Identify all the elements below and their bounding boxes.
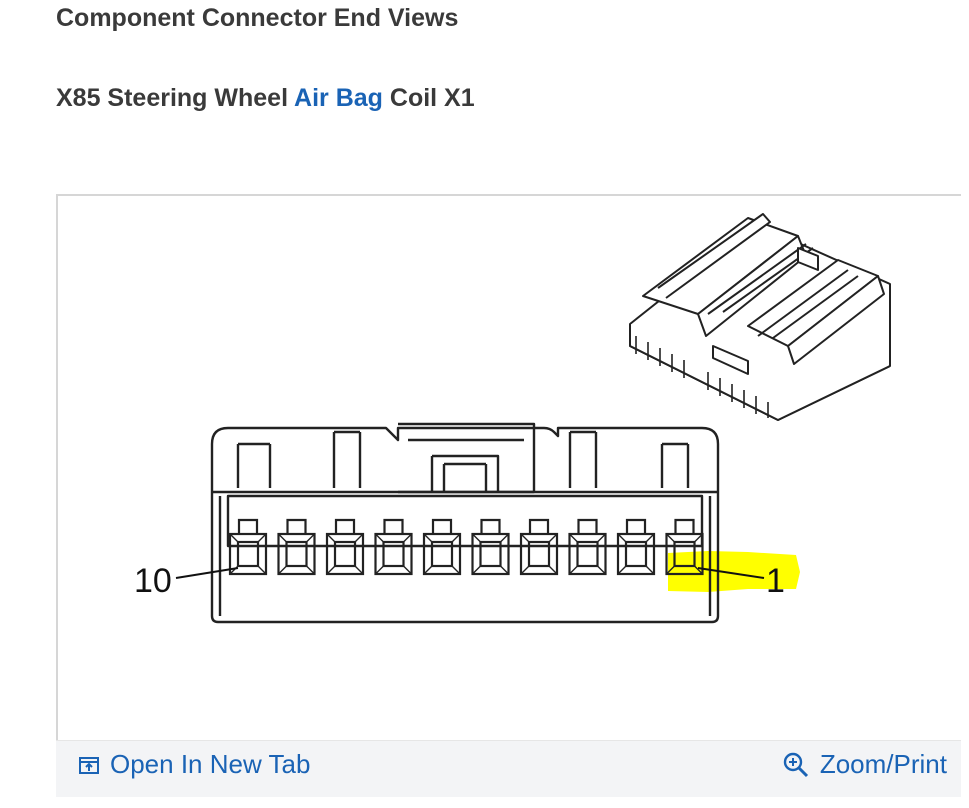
pin-label-1-leader [697,567,765,579]
pin-label-10-leader [175,567,239,579]
page-title: Component Connector End Views [56,4,459,32]
pin-cavity-6 [422,518,462,576]
connector-pins [228,518,704,576]
open-in-new-tab-link[interactable]: Open In New Tab [78,749,310,780]
zoom-print-label: Zoom/Print [819,749,947,779]
pin-cavity-7 [374,518,413,576]
zoom-print-link[interactable]: Zoom/Print [782,749,947,780]
figure-footer-bar: Open In New Tab Zoom/Print [56,740,961,797]
connector-end-view-drawing: 10 1 [134,213,891,624]
pin-label-10: 10 [134,562,172,600]
pin-cavity-8 [325,518,365,576]
open-in-new-tab-label: Open In New Tab [110,749,311,779]
subtitle-suffix: Coil X1 [382,84,475,112]
pin-cavity-3 [568,518,607,576]
pin-cavity-10 [228,518,268,576]
pin-cavity-5 [471,518,510,576]
pin-cavity-4 [519,518,559,576]
connector-figure: 10 1 [56,194,961,796]
air-bag-link[interactable]: Air Bag [294,84,383,112]
pin-1-highlight [668,551,800,592]
connector-3d-illustration [629,213,891,421]
pin-cavity-1 [665,518,704,576]
pin-label-1: 1 [766,562,785,600]
zoom-in-icon [782,751,810,779]
connector-subtitle: X85 Steering Wheel Air Bag Coil X1 [56,84,475,113]
connector-end-view [210,422,720,624]
pin-cavity-9 [277,518,316,576]
connector-outer-shell [210,426,720,624]
subtitle-prefix: X85 Steering Wheel [56,84,295,112]
pin-cavity-2 [616,518,656,576]
open-new-tab-icon [78,754,100,776]
